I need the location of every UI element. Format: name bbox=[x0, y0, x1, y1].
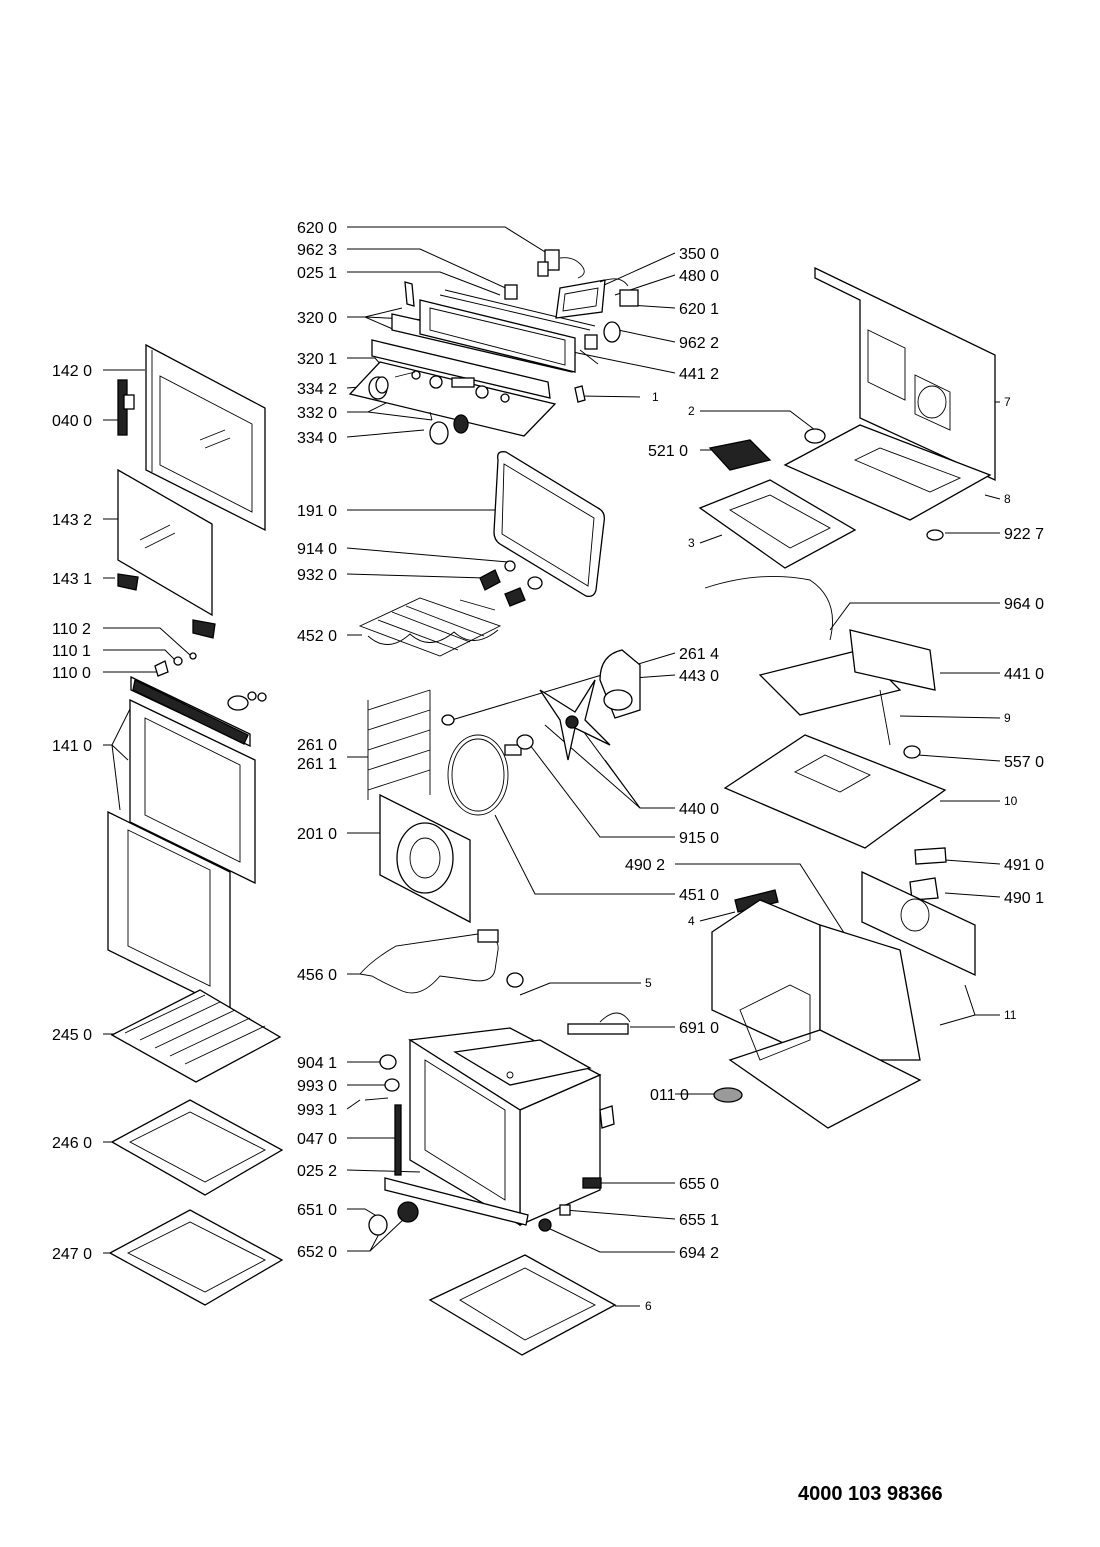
label-651-0: 651 0 bbox=[297, 1202, 337, 1219]
label-620-1: 620 1 bbox=[679, 301, 719, 318]
label-10: 10 bbox=[1004, 794, 1018, 808]
label-441-2: 441 2 bbox=[679, 366, 719, 383]
label-932-0: 932 0 bbox=[297, 567, 337, 584]
label-8: 8 bbox=[1004, 492, 1011, 506]
label-6: 6 bbox=[645, 1299, 652, 1313]
label-993-0: 993 0 bbox=[297, 1078, 337, 1095]
label-5: 5 bbox=[645, 976, 652, 990]
label-4: 4 bbox=[688, 914, 695, 928]
door-assembly bbox=[107, 343, 267, 1012]
label-694-2: 694 2 bbox=[679, 1245, 719, 1262]
label-142-0: 142 0 bbox=[52, 363, 92, 380]
part-labels: 620 0 962 3 025 1 320 0 320 1 334 2 332 … bbox=[52, 220, 1044, 1313]
label-334-2: 334 2 bbox=[297, 381, 337, 398]
casing-assemblies bbox=[698, 266, 996, 1129]
label-2: 2 bbox=[688, 404, 695, 418]
label-440-0: 440 0 bbox=[679, 801, 719, 818]
label-652-0: 652 0 bbox=[297, 1244, 337, 1261]
oven-cavity bbox=[364, 1027, 617, 1356]
label-261-0: 261 0 bbox=[297, 737, 337, 754]
label-025-2: 025 2 bbox=[297, 1163, 337, 1180]
label-245-0: 245 0 bbox=[52, 1027, 92, 1044]
leader-lines bbox=[103, 226, 1001, 1307]
label-143-1: 143 1 bbox=[52, 571, 92, 588]
label-334-0: 334 0 bbox=[297, 430, 337, 447]
label-456-0: 456 0 bbox=[297, 967, 337, 984]
label-201-0: 201 0 bbox=[297, 826, 337, 843]
label-962-2: 962 2 bbox=[679, 335, 719, 352]
label-332-0: 332 0 bbox=[297, 405, 337, 422]
label-141-0: 141 0 bbox=[52, 738, 92, 755]
label-11: 11 bbox=[1004, 1008, 1017, 1022]
label-915-0: 915 0 bbox=[679, 830, 719, 847]
document-number: 4000 103 98366 bbox=[798, 1483, 943, 1505]
label-025-1: 025 1 bbox=[297, 265, 337, 282]
label-557-0: 557 0 bbox=[1004, 754, 1044, 771]
label-040-0: 040 0 bbox=[52, 413, 92, 430]
label-246-0: 246 0 bbox=[52, 1135, 92, 1152]
label-9: 9 bbox=[1004, 711, 1011, 725]
control-panel-assembly bbox=[348, 249, 639, 445]
label-922-7: 922 7 bbox=[1004, 526, 1044, 543]
label-491-0: 491 0 bbox=[1004, 857, 1044, 874]
label-143-2: 143 2 bbox=[52, 512, 92, 529]
gasket-and-heaters bbox=[358, 451, 641, 1035]
label-655-1: 655 1 bbox=[679, 1212, 719, 1229]
label-480-0: 480 0 bbox=[679, 268, 719, 285]
label-443-0: 443 0 bbox=[679, 668, 719, 685]
label-247-0: 247 0 bbox=[52, 1246, 92, 1263]
label-964-0: 964 0 bbox=[1004, 596, 1044, 613]
label-620-0: 620 0 bbox=[297, 220, 337, 237]
shelves-and-trays bbox=[108, 989, 284, 1306]
label-261-4: 261 4 bbox=[679, 646, 719, 663]
label-3: 3 bbox=[688, 536, 695, 550]
label-110-2: 110 2 bbox=[52, 621, 91, 638]
label-452-0: 452 0 bbox=[297, 628, 337, 645]
label-490-1: 490 1 bbox=[1004, 890, 1044, 907]
label-993-1: 993 1 bbox=[297, 1102, 337, 1119]
label-691-0: 691 0 bbox=[679, 1020, 719, 1037]
label-521-0: 521 0 bbox=[648, 443, 688, 460]
label-110-0: 110 0 bbox=[52, 665, 91, 682]
label-320-0: 320 0 bbox=[297, 310, 337, 327]
label-451-0: 451 0 bbox=[679, 887, 719, 904]
label-011-0: 011 0 bbox=[650, 1087, 689, 1104]
label-441-0: 441 0 bbox=[1004, 666, 1044, 683]
label-350-0: 350 0 bbox=[679, 246, 719, 263]
label-047-0: 047 0 bbox=[297, 1131, 337, 1148]
label-1: 1 bbox=[652, 390, 659, 404]
label-191-0: 191 0 bbox=[297, 503, 337, 520]
label-904-1: 904 1 bbox=[297, 1055, 337, 1072]
label-261-1: 261 1 bbox=[297, 756, 337, 773]
label-490-2: 490 2 bbox=[625, 857, 665, 874]
label-320-1: 320 1 bbox=[297, 351, 337, 368]
label-962-3: 962 3 bbox=[297, 242, 337, 259]
label-110-1: 110 1 bbox=[52, 643, 91, 660]
label-914-0: 914 0 bbox=[297, 541, 337, 558]
label-7: 7 bbox=[1004, 395, 1011, 409]
label-655-0: 655 0 bbox=[679, 1176, 719, 1193]
